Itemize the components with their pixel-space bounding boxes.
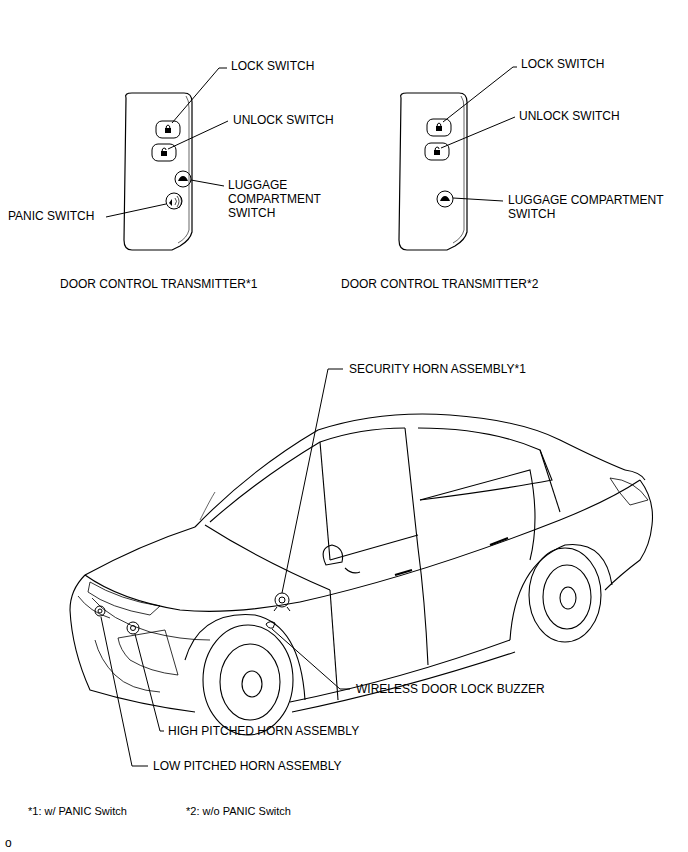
horn-symbol [95, 593, 290, 634]
footnote: *1: w/ PANIC Switch [28, 804, 127, 818]
part-label: LUGGAGE COMPARTMENT SWITCH [228, 178, 328, 220]
part-label: LOCK SWITCH [521, 57, 604, 71]
part-label: UNLOCK SWITCH [519, 109, 620, 123]
figure-number: o [5, 836, 12, 850]
part-label: LOW PITCHED HORN ASSEMBLY [153, 759, 341, 773]
door-control-transmitter [399, 93, 467, 250]
part-label: PANIC SWITCH [8, 209, 94, 223]
figure-caption: DOOR CONTROL TRANSMITTER*2 [341, 277, 538, 291]
part-label: LOCK SWITCH [231, 59, 314, 73]
vehicle-illustration [70, 414, 653, 735]
part-label: LUGGAGE COMPARTMENT SWITCH [508, 193, 673, 221]
footnote: *2: w/o PANIC Switch [186, 804, 291, 818]
part-label: UNLOCK SWITCH [233, 113, 334, 127]
part-label: HIGH PITCHED HORN ASSEMBLY [168, 724, 359, 738]
part-label: SECURITY HORN ASSEMBLY*1 [349, 362, 526, 376]
leader-line [101, 369, 350, 766]
door-control-transmitter [124, 93, 192, 250]
figure-caption: DOOR CONTROL TRANSMITTER*1 [60, 277, 257, 291]
part-label: WIRELESS DOOR LOCK BUZZER [356, 682, 545, 696]
